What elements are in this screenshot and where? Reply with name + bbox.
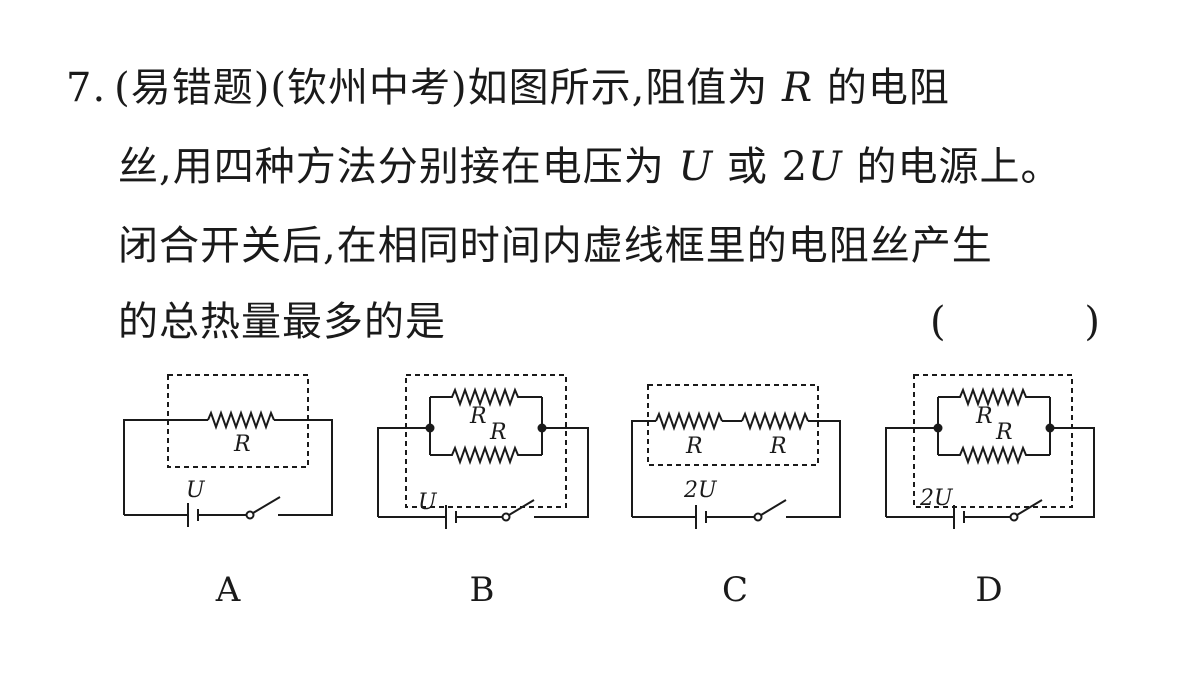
circuit-a [123, 374, 333, 527]
answer-close-paren: ) [1084, 299, 1100, 345]
switch-a-blade [252, 496, 281, 514]
option-letter-a[interactable]: A [215, 570, 241, 610]
line1-text-a: (易错题)(钦州中考)如图所示,阻值为 [114, 65, 783, 111]
resistor-b-bottom [430, 445, 542, 465]
question-block: 7.(易错题)(钦州中考)如图所示,阻值为 R 的电阻 丝,用四种方法分别接在电… [66, 64, 1100, 346]
line1-symbol-r: R [782, 65, 814, 111]
circuit-d [885, 374, 1095, 529]
junction-b-left [425, 423, 435, 433]
junction-d-right [1045, 423, 1055, 433]
label-c-resistor-1: R [685, 434, 703, 459]
junction-b-right [537, 423, 547, 433]
line2-text-a: 丝,用四种方法分别接在电压为 [118, 144, 679, 190]
option-letter-b[interactable]: B [470, 570, 495, 610]
label-d-resistor-2: R [995, 420, 1013, 445]
label-a-voltage: U [186, 478, 206, 503]
wire-b-right [534, 427, 589, 518]
circuit-diagrams: R U R R U R R 2U R R 2U A B C D [123, 374, 1095, 610]
circuit-c [631, 384, 841, 529]
resistor-d-top [938, 387, 1050, 407]
option-letter-c[interactable]: C [722, 570, 748, 610]
label-c-voltage: 2U [683, 478, 718, 503]
label-b-resistor-1: R [469, 404, 487, 429]
wire-c-right [786, 420, 841, 518]
wire-b-left [377, 427, 430, 517]
question-line-3: 闭合开关后,在相同时间内虚线框里的电阻丝产生 [118, 223, 993, 269]
question-line-4: 的总热量最多的是 [118, 299, 446, 345]
switch-b-pivot [501, 512, 511, 522]
resistor-d-bottom [938, 445, 1050, 465]
label-b-voltage: U [418, 490, 438, 515]
wire-a [123, 419, 208, 515]
wire-d-left [885, 427, 938, 517]
line1-text-b: 的电阻 [813, 65, 950, 111]
line2-text-b: 或 2 [713, 144, 809, 190]
dashed-box-c [647, 384, 819, 466]
answer-blank[interactable]: ( ) [930, 298, 1100, 346]
resistor-c-2 [741, 411, 809, 431]
switch-a-pivot [245, 510, 255, 520]
resistor-a [207, 410, 275, 430]
resistor-b-top [430, 387, 542, 407]
switch-b-blade [508, 499, 535, 516]
line2-symbol-u2: U [808, 144, 843, 190]
label-b-resistor-2: R [489, 420, 507, 445]
line2-text-c: 的电源上。 [842, 144, 1062, 190]
label-d-resistor-1: R [975, 404, 993, 429]
option-letter-d[interactable]: D [975, 570, 1002, 610]
dashed-box-d [913, 374, 1073, 508]
answer-open-paren: ( [930, 299, 946, 345]
switch-d-pivot [1009, 512, 1019, 522]
question-line-1: 7.(易错题)(钦州中考)如图所示,阻值为 R 的电阻 [66, 64, 950, 112]
label-d-voltage: 2U [919, 486, 954, 511]
circuit-b [377, 374, 589, 529]
resistor-c-1 [655, 411, 723, 431]
switch-c-pivot [753, 512, 763, 522]
wire-a-right [274, 419, 333, 516]
label-a-resistor: R [233, 432, 251, 457]
dashed-box-b [405, 374, 567, 508]
wire-d-right [1040, 427, 1095, 518]
switch-d-blade [1016, 499, 1043, 516]
junction-d-left [933, 423, 943, 433]
question-line-2: 丝,用四种方法分别接在电压为 U 或 2U 的电源上。 [118, 143, 1061, 191]
switch-c-blade [760, 499, 787, 516]
question-number: 7. [66, 65, 107, 111]
label-c-resistor-2: R [769, 434, 787, 459]
wire-c-left [631, 420, 656, 517]
line2-symbol-u: U [678, 144, 714, 190]
